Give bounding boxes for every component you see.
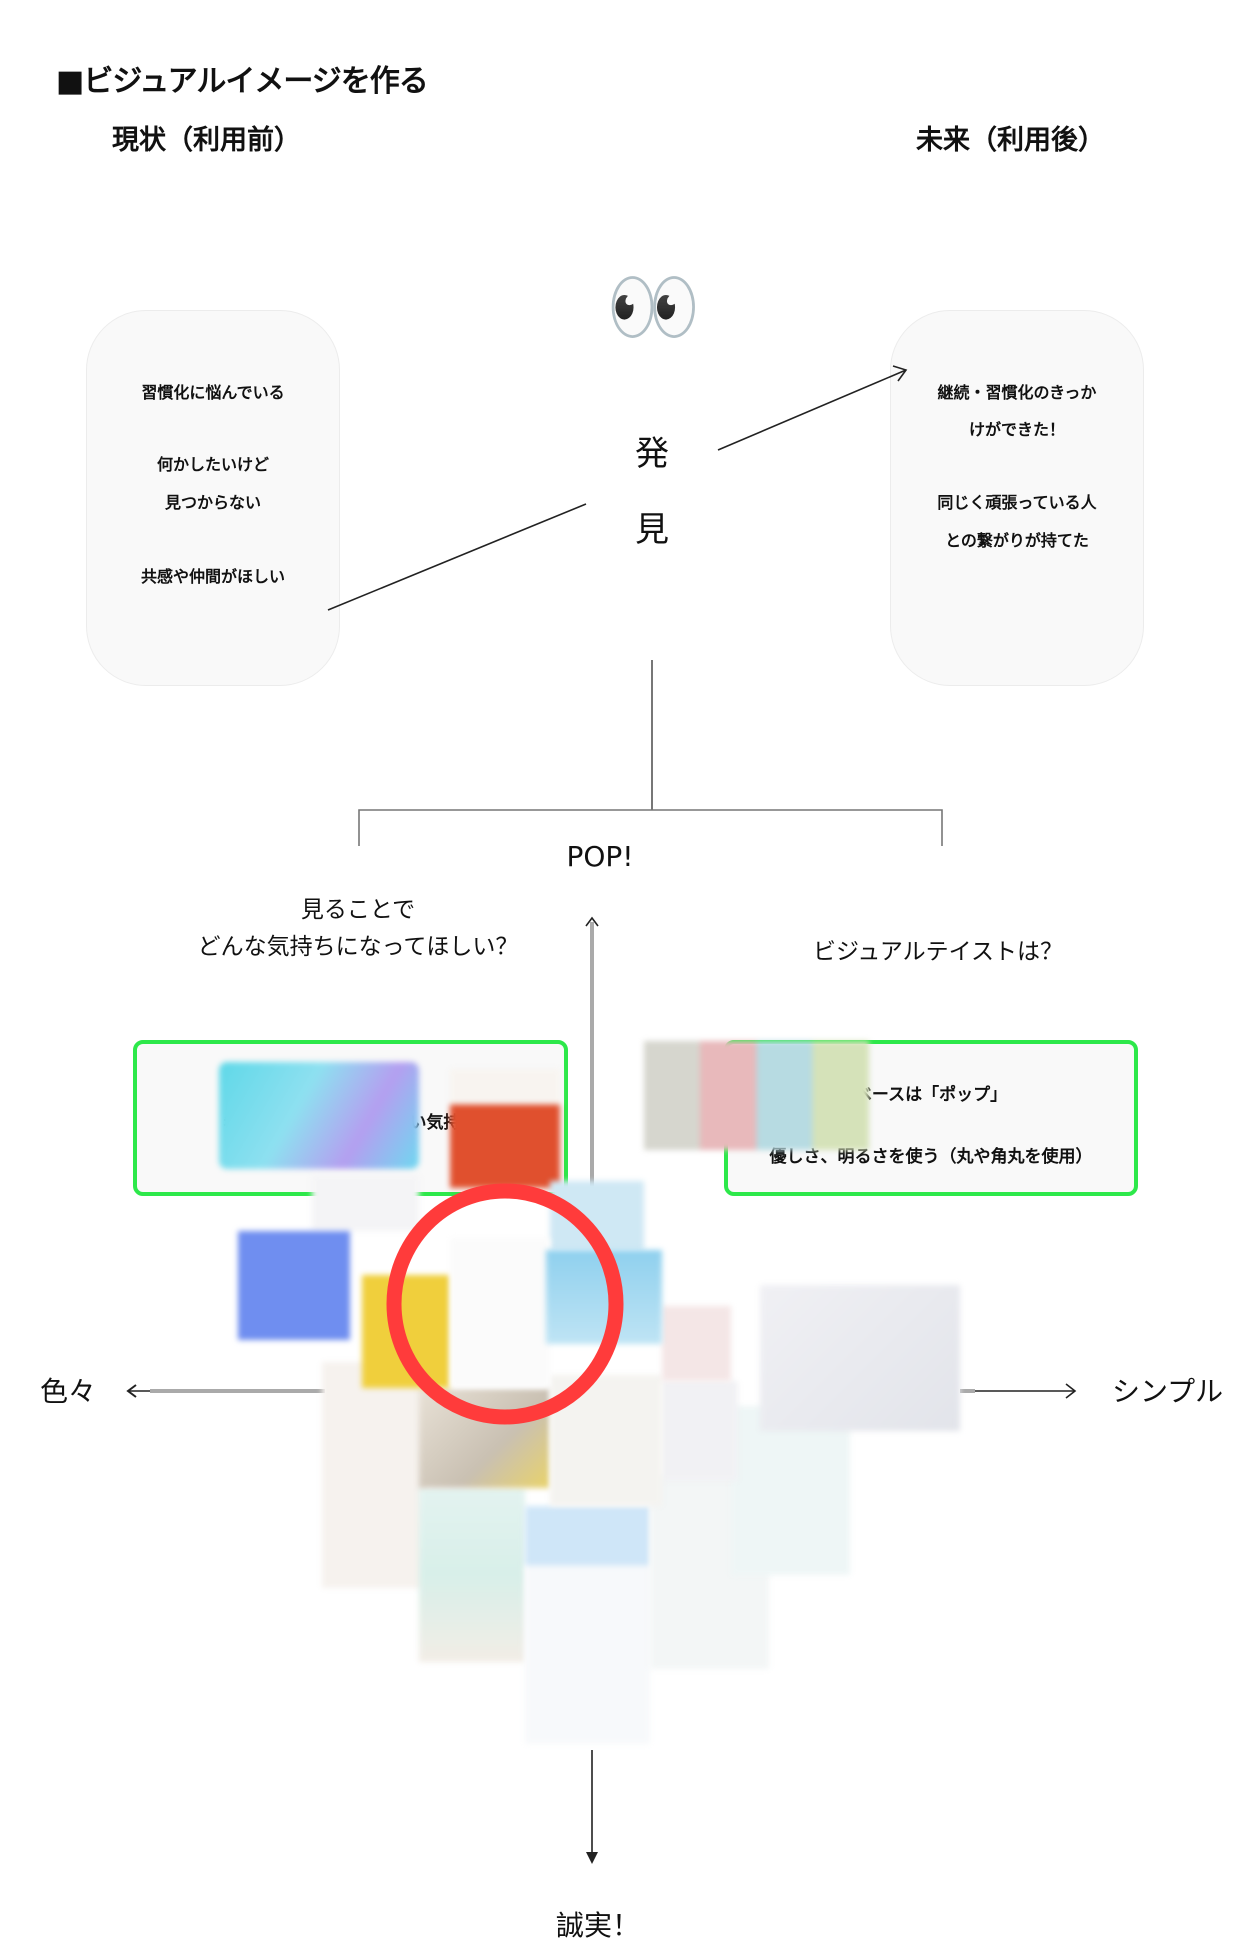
reference-image	[760, 1285, 960, 1431]
arrow-down-icon	[586, 1852, 598, 1864]
reference-image	[450, 1069, 560, 1188]
page-title: ■ビジュアルイメージを作る	[56, 64, 429, 99]
highlight-circle	[386, 1183, 624, 1425]
reference-image	[731, 1406, 850, 1575]
arrow-left-icon	[126, 1384, 137, 1398]
question-left-line1: 見ることで	[300, 897, 416, 923]
axis-top-label: POP!	[566, 840, 634, 873]
discovery-char-1: 発	[635, 434, 669, 474]
axis-bottom-label: 誠実！	[555, 1909, 640, 1942]
before-box: 習慣化に悩んでいる 何かしたいけど 見つからない 共感や仲間がほしい	[86, 310, 340, 686]
before-item: 習慣化に悩んでいる	[141, 383, 285, 402]
reference-image	[644, 1041, 869, 1150]
before-item: 共感や仲間がほしい	[140, 567, 285, 586]
before-item: 何かしたいけど	[156, 455, 269, 474]
after-box: 継続・習慣化のきっか けができた！ 同じく頑張っている人 との繋がりが持てた	[890, 310, 1144, 686]
discovery-char-2: 見	[635, 510, 669, 550]
axis-right-label: シンプル	[1112, 1375, 1224, 1408]
reference-image	[419, 1488, 525, 1662]
axis-left-label: 色々	[40, 1375, 97, 1408]
eyes-icon: 👀	[606, 262, 701, 351]
question-left: 見ることで どんな気持ちになってほしい？	[158, 892, 558, 966]
reference-image	[450, 1238, 550, 1388]
before-heading: 現状（利用前）	[112, 125, 301, 156]
reference-image	[662, 1306, 731, 1381]
answer-right-1: ベースは「ポップ」	[854, 1085, 1008, 1105]
answer-right-2: 優しさ、明るさを使う（丸や角丸を使用）	[769, 1147, 1093, 1167]
reference-image	[312, 1175, 419, 1231]
after-item: けができた！	[968, 420, 1065, 439]
arrow-up-icon	[585, 916, 599, 927]
after-item: 継続・習慣化のきっか	[937, 383, 1097, 402]
after-arrow	[717, 369, 907, 451]
reference-image	[238, 1231, 350, 1340]
after-arrowhead-icon	[892, 365, 908, 382]
arrow-right-icon	[1065, 1383, 1077, 1399]
after-item: との繋がりが持てた	[945, 531, 1089, 550]
tree-branch	[358, 809, 943, 846]
reference-image	[662, 1381, 738, 1481]
reference-image	[525, 1506, 650, 1744]
reference-image	[219, 1062, 419, 1169]
before-connector	[327, 503, 587, 611]
after-item: 同じく頑張っている人	[937, 493, 1097, 512]
before-item: 見つからない	[164, 493, 261, 512]
question-right: ビジュアルテイストは？	[812, 939, 1063, 965]
reference-image	[322, 1362, 425, 1588]
question-left-line2: どんな気持ちになってほしい？	[197, 934, 519, 960]
after-heading: 未来（利用後）	[916, 125, 1105, 156]
